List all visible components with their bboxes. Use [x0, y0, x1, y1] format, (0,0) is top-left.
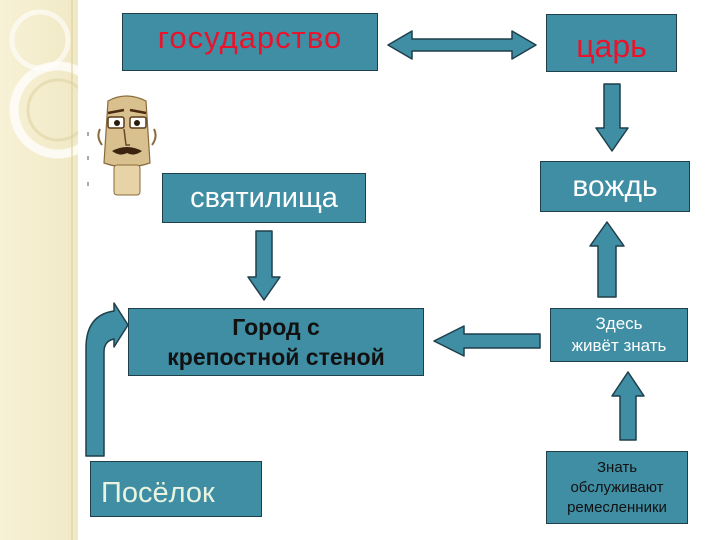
node-city: Город с крепостной стеной [128, 308, 424, 376]
node-village-label: Посёлок [101, 477, 215, 509]
node-nobles: Здесь живёт знать [550, 308, 688, 362]
node-village: Посёлок [90, 461, 262, 517]
node-city-line-2: крепостной стеной [167, 344, 385, 370]
node-nobles-line-2: живёт знать [571, 336, 667, 355]
decorative-circles-icon [9, 0, 78, 540]
decorative-side-band [0, 0, 78, 540]
node-state: государство [122, 13, 378, 71]
arrow-sanctuaries-to-city [247, 230, 281, 301]
node-craftsmen-line-2: обслуживают [570, 478, 664, 496]
node-chief-label: вождь [572, 169, 658, 203]
arrow-craftsmen-to-nobles [611, 371, 645, 441]
node-state-label: государство [157, 20, 343, 55]
node-city-line-1: Город с [232, 314, 320, 340]
node-chief: вождь [540, 161, 690, 212]
node-sanctuaries: святилища [162, 173, 366, 223]
node-nobles-line-1: Здесь [595, 314, 643, 333]
node-tsar-label: царь [576, 28, 647, 64]
node-sanctuaries-label: святилища [190, 181, 338, 214]
node-craftsmen-line-1: Знать [596, 458, 638, 476]
arrow-village-to-city [85, 302, 129, 457]
tick-marks [87, 132, 89, 186]
node-tsar: царь [546, 14, 677, 72]
node-craftsmen: Знать обслуживают ремесленники [546, 451, 688, 524]
idol-figure-icon [97, 95, 157, 196]
double-arrow-state-tsar [387, 30, 537, 60]
arrow-tsar-to-chief [595, 83, 629, 152]
arrow-nobles-to-city [433, 325, 541, 357]
node-craftsmen-line-3: ремесленники [567, 498, 667, 516]
arrow-nobles-to-chief [589, 221, 625, 298]
